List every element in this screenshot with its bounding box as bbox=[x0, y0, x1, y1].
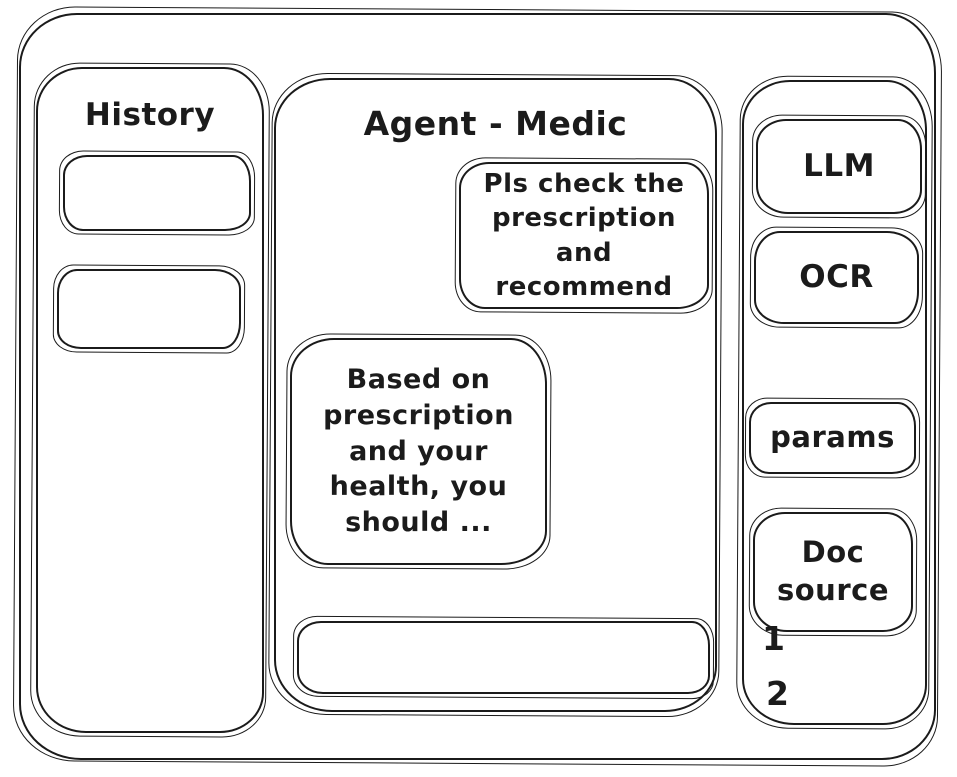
chat-title: Agent - Medic bbox=[363, 104, 628, 143]
chat-panel: Agent - Medic Pls check the prescription… bbox=[274, 78, 717, 712]
user-message-text: Pls check the prescription and recommend bbox=[483, 168, 685, 302]
app-frame: History Agent - Medic Pls check the pres… bbox=[19, 13, 936, 760]
chat-input[interactable] bbox=[299, 623, 708, 692]
ocr-button[interactable]: OCR bbox=[754, 231, 919, 324]
llm-button[interactable]: LLM bbox=[756, 119, 922, 214]
assistant-message-text: Based on prescription and your health, y… bbox=[323, 364, 514, 538]
params-button[interactable]: params bbox=[749, 402, 916, 474]
assistant-message-bubble: Based on prescription and your health, y… bbox=[290, 338, 547, 565]
doc-source-button[interactable]: Doc source bbox=[753, 512, 913, 632]
history-title: History bbox=[84, 97, 216, 133]
user-message-bubble: Pls check the prescription and recommend bbox=[459, 162, 709, 309]
history-panel: History bbox=[36, 67, 264, 733]
doc-source-item-2[interactable]: 2 bbox=[766, 674, 789, 713]
tools-panel: LLM OCR params Doc source 1 2 bbox=[742, 80, 927, 725]
history-item[interactable] bbox=[57, 269, 241, 349]
chat-input-bar bbox=[297, 621, 710, 694]
history-item[interactable] bbox=[63, 155, 251, 231]
doc-source-item-1[interactable]: 1 bbox=[762, 619, 785, 658]
